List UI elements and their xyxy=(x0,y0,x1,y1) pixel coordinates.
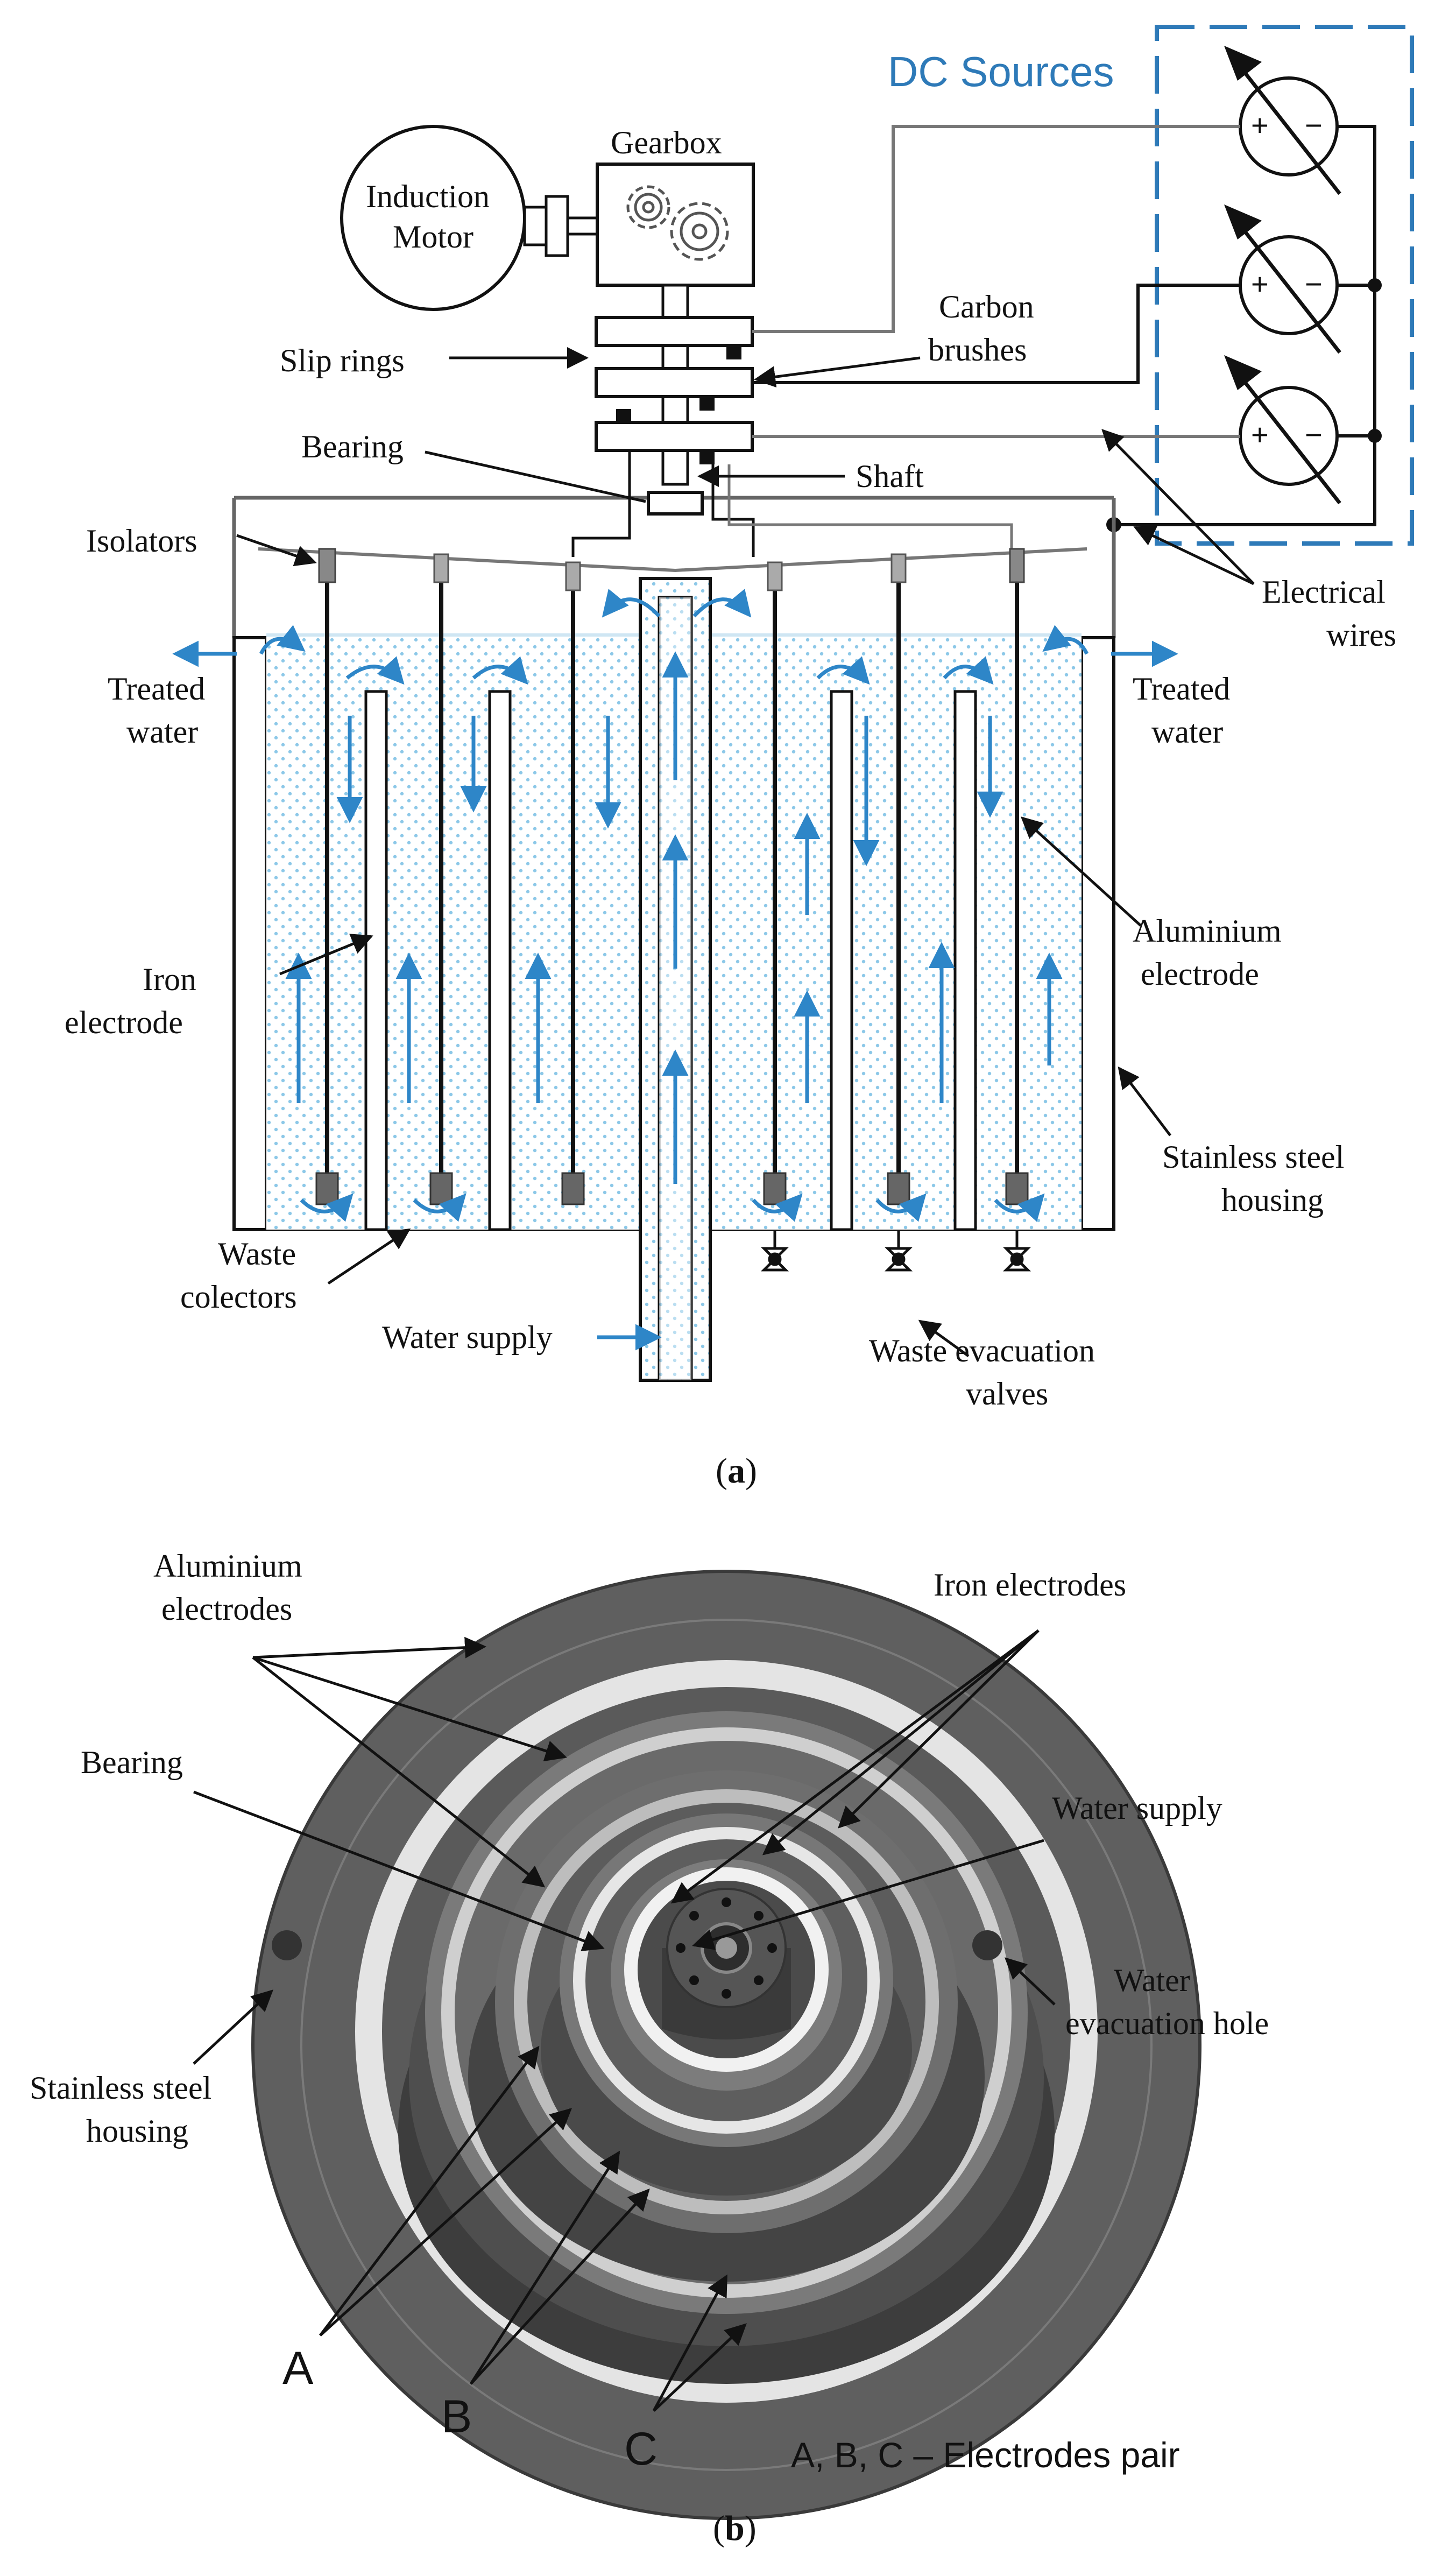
electrical-wire-2 xyxy=(752,284,1240,384)
sliprings-label: Slip rings xyxy=(280,343,405,378)
evacuation-hole-label-1: Water xyxy=(1114,1963,1190,1998)
gear-icon xyxy=(626,185,729,261)
evacuation-hole-label-2: evacuation hole xyxy=(1065,2006,1269,2041)
gearbox xyxy=(596,163,755,287)
pair-label-b: B xyxy=(441,2391,472,2443)
slip-ring-1 xyxy=(595,316,754,347)
stainless-housing-b-2: housing xyxy=(86,2113,188,2149)
waste-valves-label-1: Waste evacuation xyxy=(869,1333,1095,1368)
aluminium-electrode-label-1: Aluminium xyxy=(1133,913,1282,949)
callout-lines xyxy=(236,347,1255,1358)
svg-text:−: − xyxy=(1305,267,1323,301)
caption-b: (b) xyxy=(713,2509,757,2548)
aluminium-electrodes-label-1: Aluminium xyxy=(153,1548,302,1584)
waste-valves-label-2: valves xyxy=(966,1376,1048,1411)
iron-electrode-label-2: electrode xyxy=(65,1005,183,1040)
electrode-reactor-top-view xyxy=(251,1570,1201,2520)
isolators-label: Isolators xyxy=(86,523,197,559)
motor-coupling xyxy=(523,206,548,246)
bearing-label: Bearing xyxy=(301,429,404,464)
bearing xyxy=(647,491,704,516)
motor-label-1: Induction xyxy=(366,179,490,214)
treated-water-right-1: Treated xyxy=(1133,671,1230,707)
dc-source-3: + − xyxy=(1224,355,1341,505)
iron-electrodes-label: Iron electrodes xyxy=(934,1567,1126,1603)
waste-collectors-label-1: Waste xyxy=(218,1236,296,1272)
waste-collectors-label-2: colectors xyxy=(180,1279,297,1315)
water-supply-label: Water supply xyxy=(382,1319,553,1355)
treated-water-right-2: water xyxy=(1151,714,1223,750)
motor-label-2: Motor xyxy=(393,219,473,255)
stainless-housing-label-2: housing xyxy=(1221,1182,1324,1218)
carbon-brushes-label-1: Carbon xyxy=(939,289,1034,324)
dc-source-2: + − xyxy=(1224,204,1341,354)
stainless-housing-label-1: Stainless steel xyxy=(1162,1139,1344,1175)
svg-text:+: + xyxy=(1251,108,1269,142)
caption-a: (a) xyxy=(716,1451,757,1491)
stainless-steel-housing xyxy=(232,636,1115,1231)
dc-source-1: + − xyxy=(1224,46,1341,195)
flow-arrows xyxy=(172,589,1178,1351)
carbon-brushes-label-2: brushes xyxy=(928,332,1027,368)
aluminium-electrodes-label-2: electrodes xyxy=(161,1591,292,1627)
gearbox-label: Gearbox xyxy=(611,125,722,160)
electrical-wire-1 xyxy=(752,125,1240,333)
svg-text:−: − xyxy=(1305,108,1323,142)
electrodes xyxy=(315,548,1029,1205)
electrical-wires-label-1: Electrical xyxy=(1262,574,1386,610)
treated-water-left-1: Treated xyxy=(108,671,205,707)
electrical-wire-return xyxy=(1112,436,1376,592)
pair-label-a: A xyxy=(282,2342,314,2394)
pair-label-c: C xyxy=(624,2423,658,2475)
induction-motor xyxy=(340,125,526,311)
bearing-label-b: Bearing xyxy=(81,1745,183,1780)
aluminium-electrode-label-2: electrode xyxy=(1141,956,1259,992)
carbon-brush xyxy=(726,345,741,359)
waste-collectors xyxy=(364,690,977,1231)
electrode-pairs-legend: A, B, C – Electrodes pair xyxy=(791,2435,1180,2475)
treated-water-left-2: water xyxy=(126,714,198,750)
svg-text:−: − xyxy=(1305,418,1323,451)
slip-ring-2 xyxy=(595,367,754,398)
dc-sources-title: DC Sources xyxy=(888,48,1114,95)
panel-b: Aluminium electrodes Iron electrodes Bea… xyxy=(30,1548,1269,2548)
iron-electrode-label-1: Iron xyxy=(143,962,196,997)
svg-text:+: + xyxy=(1251,418,1269,451)
electrode-support xyxy=(258,547,1087,573)
slip-ring-3 xyxy=(595,421,754,452)
stainless-housing-b-1: Stainless steel xyxy=(30,2070,211,2106)
svg-text:+: + xyxy=(1251,267,1269,301)
electrical-wires-label-2: wires xyxy=(1326,617,1396,653)
shaft-label: Shaft xyxy=(856,458,924,494)
water-supply-label-b: Water supply xyxy=(1052,1790,1222,1826)
callout-lines-b xyxy=(193,1629,1056,2412)
panel-a: DC Sources + − + − + − Inducti xyxy=(65,25,1414,1491)
waste-evacuation-valves xyxy=(760,1230,1031,1272)
